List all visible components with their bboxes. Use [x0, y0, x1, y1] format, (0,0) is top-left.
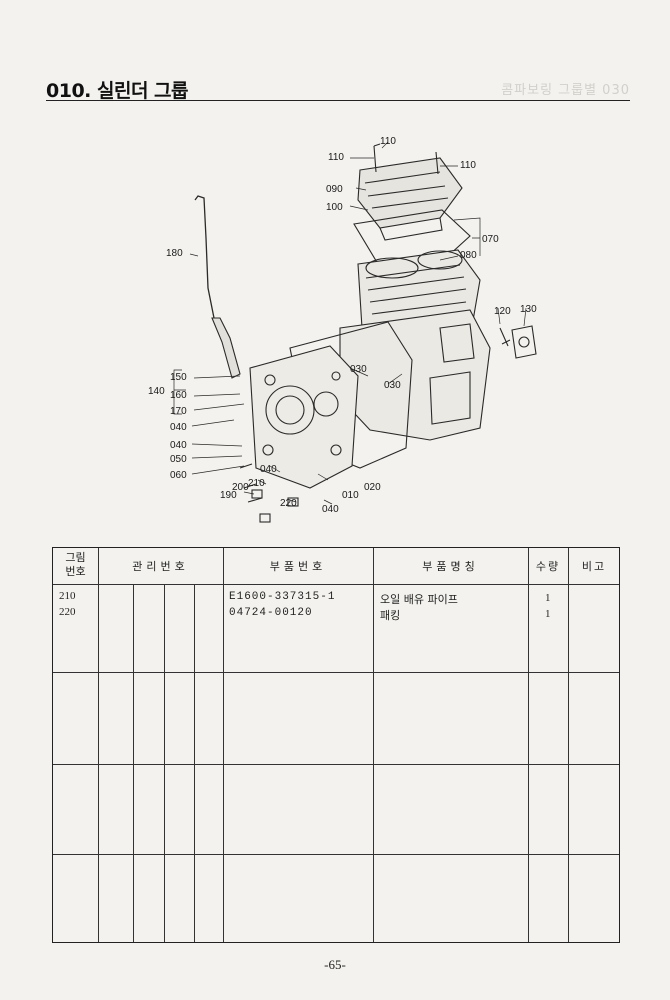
row-220-qty: 1 [545, 608, 551, 620]
header-divider [53, 584, 619, 585]
row-divider [53, 672, 619, 673]
column-divider [568, 548, 569, 942]
callout-040-a: 040 [170, 422, 187, 433]
callout-040-d: 040 [322, 504, 339, 515]
row-210-part-no: E1600-337315-1 [229, 591, 336, 603]
callout-130: 130 [520, 304, 537, 315]
callout-100: 100 [326, 202, 343, 213]
header-qty: 수량 [535, 560, 561, 573]
callout-180: 180 [166, 248, 183, 259]
callout-060: 060 [170, 470, 187, 481]
callout-110-b: 110 [380, 136, 396, 147]
row-divider [53, 764, 619, 765]
column-divider [194, 584, 195, 942]
callout-040-c: 040 [260, 464, 277, 475]
column-divider [373, 548, 374, 942]
section-title: 010. 실린더 그룹 [46, 80, 189, 102]
callout-110-c: 110 [460, 160, 476, 171]
callout-160: 160 [170, 390, 187, 401]
column-divider [223, 548, 224, 942]
row-220-fig: 220 [59, 606, 76, 618]
header-fig-no: 그림 번호 [65, 551, 86, 578]
header-remark: 비고 [581, 560, 607, 573]
row-220-part-name: 패킹 [380, 609, 401, 622]
header-mgmt-no: 관리번호 [132, 560, 189, 573]
header-rule [46, 100, 630, 101]
callout-200: 200 [232, 482, 249, 493]
row-210-qty: 1 [545, 592, 551, 604]
faint-header-text: 콤파보링 그룹별 030 [501, 83, 630, 98]
callout-070: 070 [482, 234, 499, 245]
column-divider [528, 548, 529, 942]
parts-table: 그림 번호 관리번호 부품번호 부품명칭 수량 비고 210 E1600-337… [52, 547, 620, 943]
exploded-parts-diagram: 110 110 110 090 100 070 080 180 120 130 … [140, 128, 560, 528]
callout-190: 190 [220, 490, 237, 501]
header-part-no: 부품번호 [269, 560, 327, 573]
row-220-part-no: 04724-00120 [229, 607, 313, 619]
page-number: -65- [324, 957, 346, 972]
callout-220: 220 [280, 498, 297, 509]
callout-080: 080 [460, 250, 477, 261]
callout-110-a: 110 [328, 152, 344, 163]
callout-170: 170 [170, 406, 187, 417]
callout-050: 050 [170, 454, 187, 465]
column-divider [164, 584, 165, 942]
column-divider [98, 548, 99, 942]
callout-140: 140 [148, 386, 165, 397]
callout-030-b: 030 [384, 380, 401, 391]
row-divider [53, 854, 619, 855]
cylinder-group-drawing: 110 110 110 090 100 070 080 180 120 130 … [148, 136, 537, 523]
column-divider [133, 584, 134, 942]
callout-030-a: 030 [350, 364, 367, 375]
callout-210: 210 [248, 478, 265, 489]
page-header: 010. 실린더 그룹 콤파보링 그룹별 030 [46, 74, 630, 102]
row-210-fig: 210 [59, 590, 76, 602]
row-210-part-name: 오일 배유 파이프 [380, 593, 458, 606]
callout-090: 090 [326, 184, 343, 195]
callout-120: 120 [494, 306, 511, 317]
callout-010: 010 [342, 490, 359, 501]
callout-020: 020 [364, 482, 381, 493]
header-part-name: 부품명칭 [422, 560, 479, 573]
callout-040-b: 040 [170, 440, 187, 451]
callout-150: 150 [170, 372, 187, 383]
